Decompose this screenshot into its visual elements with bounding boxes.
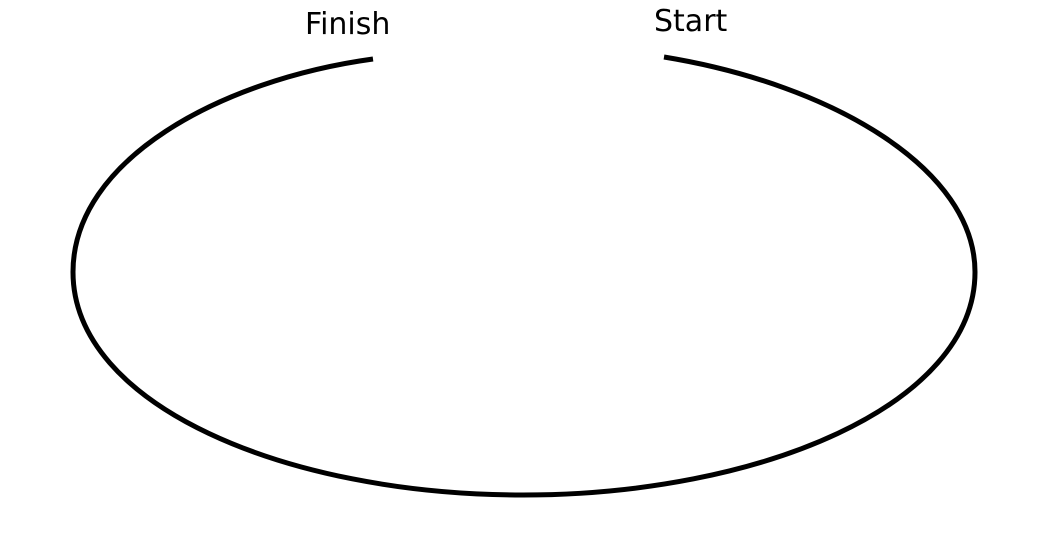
oval-track-path (70, 54, 978, 498)
finish-label: Finish (305, 7, 391, 42)
start-label: Start (654, 4, 728, 39)
